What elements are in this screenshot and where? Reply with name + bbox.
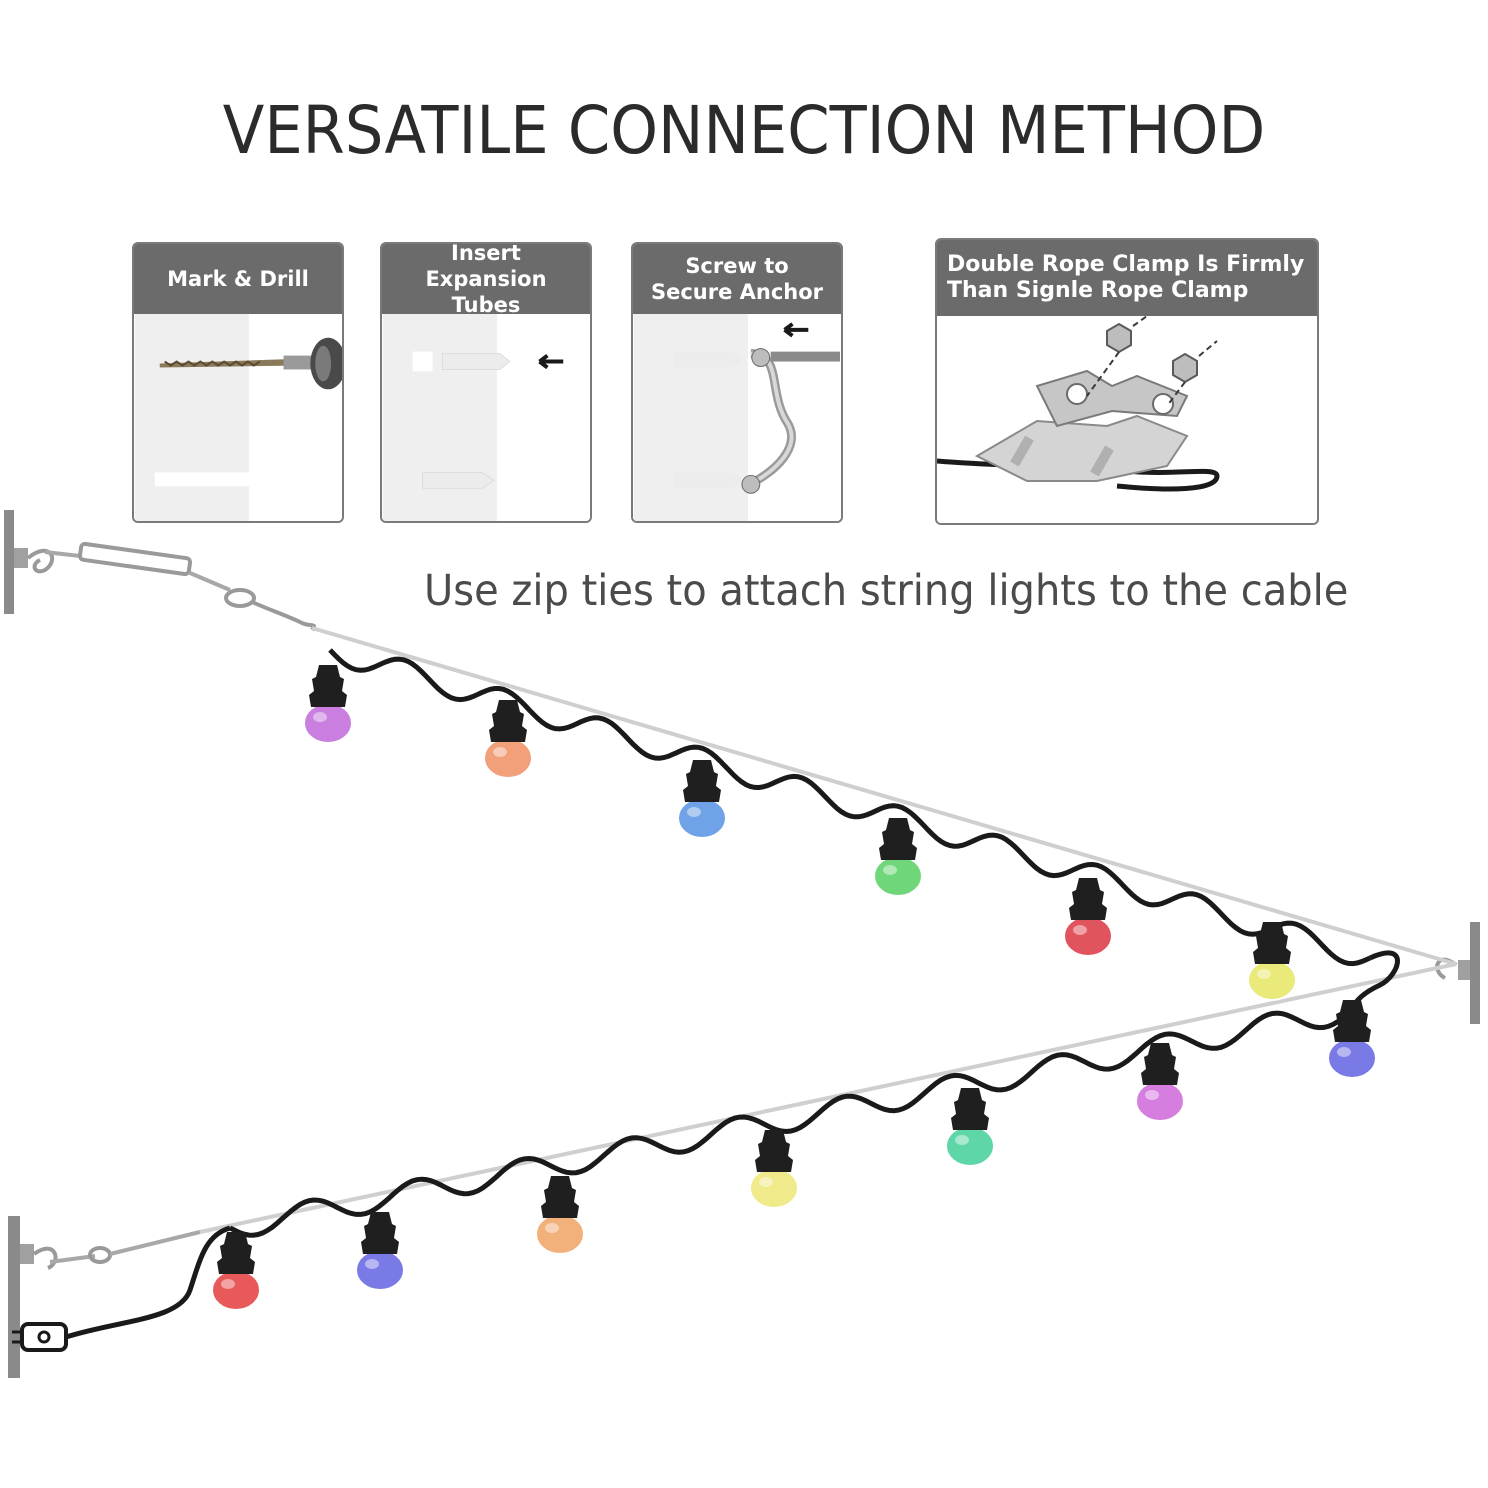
cable-segment	[228, 1008, 1354, 1238]
bulb-icon	[945, 1088, 995, 1167]
bulb-globe	[1063, 915, 1113, 957]
bulb-socket	[1141, 1043, 1179, 1085]
bulb-socket	[489, 700, 527, 742]
wall-mount-right	[1435, 922, 1480, 1024]
bulb-socket	[879, 818, 917, 860]
step-label: Mark & Drill	[134, 244, 342, 314]
bulb-highlight	[1257, 969, 1271, 979]
step-card-mark-drill: Mark & Drill	[132, 242, 344, 523]
bulb-socket	[309, 665, 347, 707]
step-label: Insert Expansion Tubes	[382, 244, 590, 317]
step-card-expansion-tubes: Insert Expansion Tubes	[380, 242, 592, 523]
bulb-globe	[677, 797, 727, 839]
plug-icon	[12, 1322, 68, 1352]
cable-segment	[328, 648, 1372, 967]
wall-mount-top-left	[4, 510, 55, 614]
expansion-tube-icon	[382, 314, 590, 521]
turnbuckle-icon	[44, 541, 317, 632]
step-card-screw-anchor: Screw to Secure Anchor	[631, 242, 843, 523]
bulb-socket	[1333, 1000, 1371, 1042]
drill-icon	[134, 314, 342, 521]
bulb-highlight	[1073, 925, 1087, 935]
bulb-socket	[755, 1130, 793, 1172]
step-label: Double Rope Clamp Is Firmly Than Signle …	[937, 240, 1317, 316]
bulb-socket	[683, 760, 721, 802]
bulb-highlight	[687, 807, 701, 817]
bulb-socket	[1253, 922, 1291, 964]
light-cable	[65, 648, 1400, 1340]
bulb-globe	[1135, 1080, 1185, 1122]
bulb-group	[211, 665, 1377, 1311]
bulb-icon	[1135, 1043, 1185, 1122]
bulb-highlight	[221, 1279, 235, 1289]
bulb-icon	[483, 700, 533, 779]
bulb-highlight	[365, 1259, 379, 1269]
bulb-socket	[217, 1232, 255, 1274]
bulb-socket	[1069, 878, 1107, 920]
bulb-highlight	[1337, 1047, 1351, 1057]
screw-anchor-icon	[633, 314, 841, 521]
cable-segment	[1349, 950, 1400, 1011]
bulb-icon	[873, 818, 923, 897]
bulb-icon	[1327, 1000, 1377, 1079]
bulb-icon	[749, 1130, 799, 1209]
bulb-globe	[1247, 959, 1297, 1001]
bulb-globe	[1327, 1037, 1377, 1079]
bulb-globe	[211, 1269, 261, 1311]
bulb-highlight	[493, 747, 507, 757]
bulb-highlight	[1145, 1090, 1159, 1100]
bulb-socket	[361, 1212, 399, 1254]
bulb-globe	[355, 1249, 405, 1291]
bulb-icon	[211, 1232, 261, 1311]
page-title: VERSATILE CONNECTION METHOD	[222, 92, 1266, 169]
bulb-icon	[1247, 922, 1297, 1001]
bulb-highlight	[313, 712, 327, 722]
bulb-globe	[945, 1125, 995, 1167]
bulb-globe	[873, 855, 923, 897]
bulb-globe	[535, 1213, 585, 1255]
step-card-rope-clamp: Double Rope Clamp Is Firmly Than Signle …	[935, 238, 1319, 525]
bulb-highlight	[955, 1135, 969, 1145]
cable-segment	[65, 1225, 231, 1340]
zip-tie-instruction: Use zip ties to attach string lights to …	[424, 566, 1349, 616]
bulb-highlight	[759, 1177, 773, 1187]
bulb-icon	[677, 760, 727, 839]
bulb-icon	[303, 665, 353, 744]
lower-steel-wire	[199, 962, 1457, 1234]
bulb-socket	[951, 1088, 989, 1130]
bulb-globe	[483, 737, 533, 779]
rope-clamp-icon	[937, 316, 1317, 523]
wall-mount-bottom-left	[8, 1216, 201, 1378]
bulb-socket	[541, 1176, 579, 1218]
bulb-globe	[303, 702, 353, 744]
bulb-icon	[535, 1176, 585, 1255]
bulb-highlight	[545, 1223, 559, 1233]
step-label: Screw to Secure Anchor	[633, 244, 841, 314]
bulb-icon	[1063, 878, 1113, 957]
upper-steel-wire	[311, 626, 1457, 966]
bulb-highlight	[883, 865, 897, 875]
bulb-icon	[355, 1212, 405, 1291]
bulb-globe	[749, 1167, 799, 1209]
